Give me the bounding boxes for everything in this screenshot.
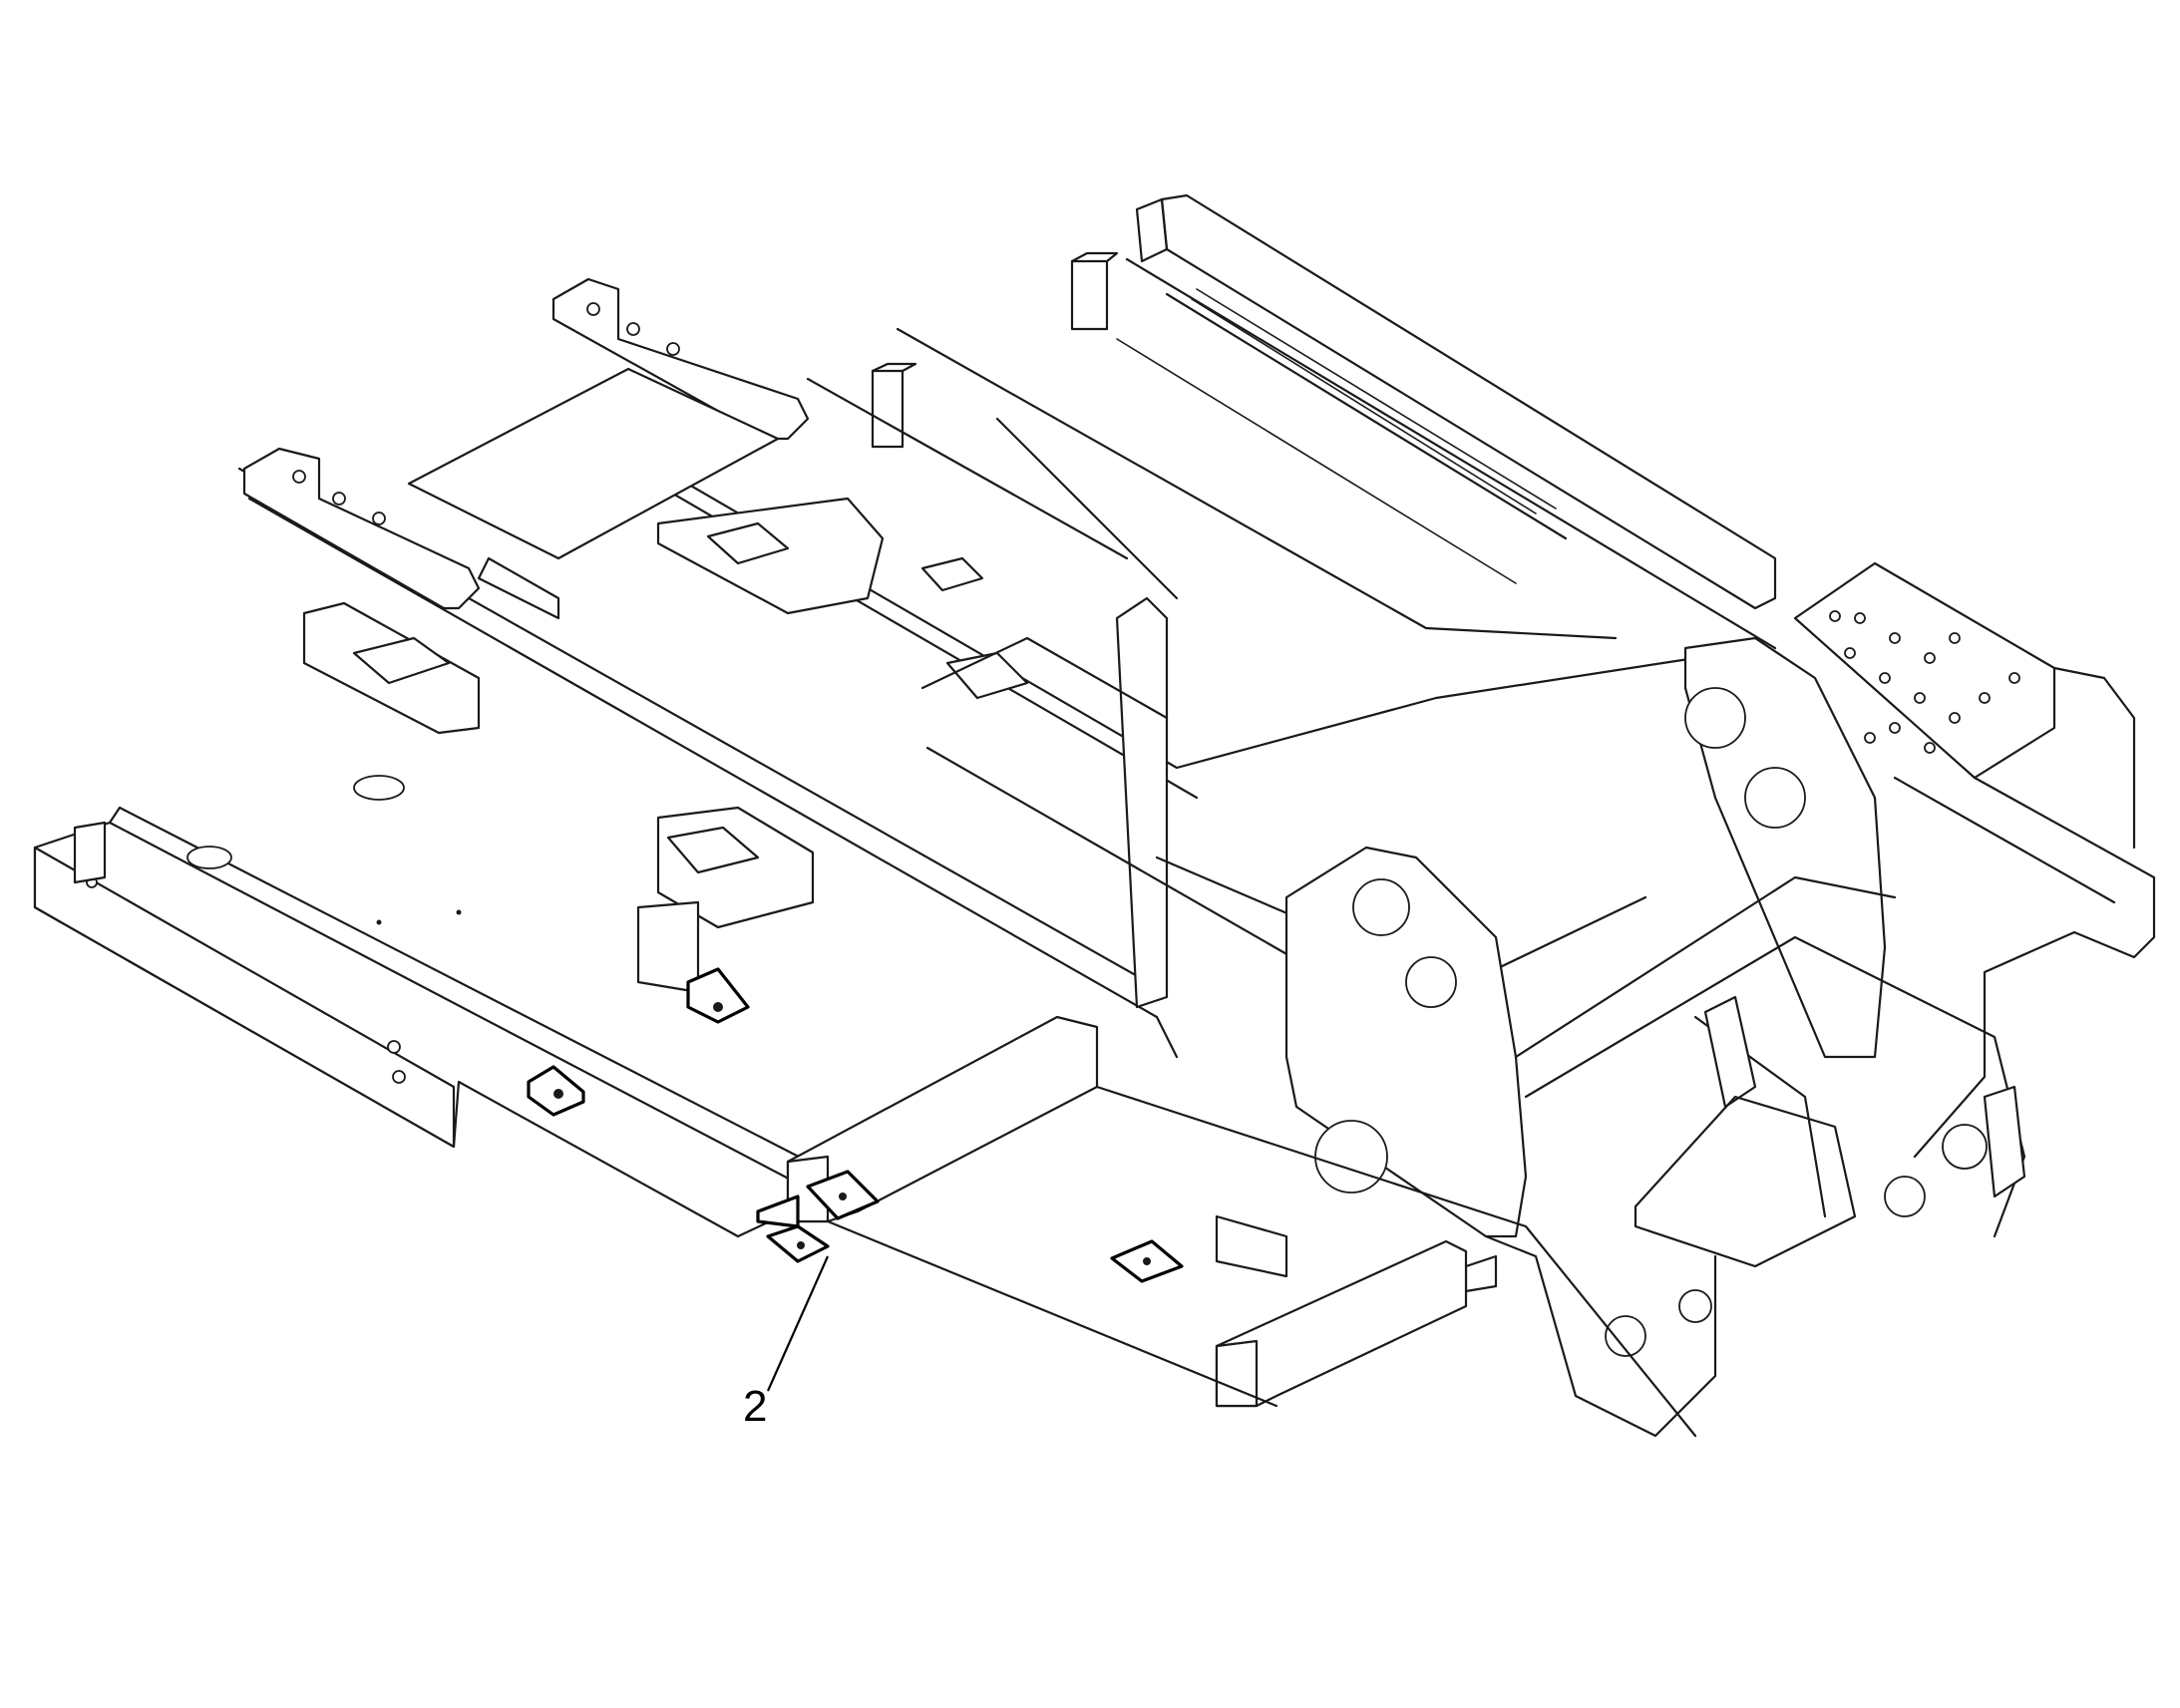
- front-lower-members: [786, 1015, 1697, 1438]
- part-2-brackets: [527, 967, 1184, 1283]
- front-boom-mount: [1215, 636, 2026, 1438]
- rear-right-deck: [1793, 561, 2156, 1159]
- upper-left-arm: [242, 277, 810, 620]
- callout-2: 2: [743, 1255, 830, 1431]
- rear-frame: [871, 193, 1777, 650]
- center-pads: [656, 497, 1169, 720]
- callout-2-leader: [766, 1255, 830, 1392]
- left-platform: [33, 601, 830, 1238]
- callout-2-label: 2: [743, 1382, 767, 1431]
